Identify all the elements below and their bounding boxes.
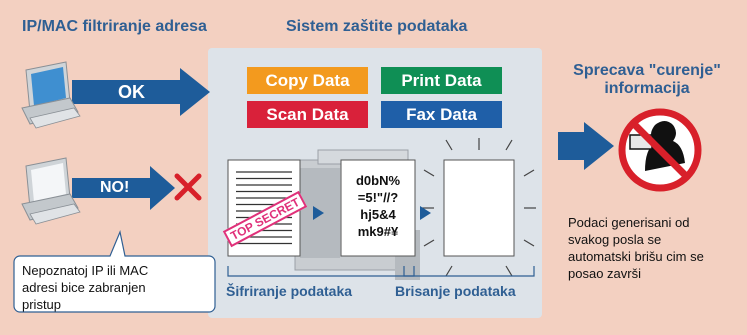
print-data-badge: Print Data bbox=[381, 67, 502, 94]
callout-bubble bbox=[13, 229, 216, 313]
protection-system-title: Sistem zaštite podataka bbox=[286, 18, 468, 35]
no-leak-prohibition-icon bbox=[618, 108, 702, 192]
leak-prevention-title: Sprecava "curenje" informacija bbox=[557, 62, 737, 98]
computer-rejected-icon bbox=[21, 157, 81, 225]
filtering-title: IP/MAC filtriranje adresa bbox=[22, 18, 207, 35]
caption-line: Podaci generisani od bbox=[568, 215, 690, 230]
print-data-label: Print Data bbox=[401, 71, 482, 90]
leak-prevention-title-line2: informacija bbox=[604, 80, 690, 97]
copy-data-badge: Copy Data bbox=[247, 67, 368, 94]
encryption-label: Šifriranje podataka bbox=[226, 283, 353, 299]
encrypted-document-icon bbox=[340, 159, 416, 257]
erase-arrow-icon bbox=[420, 206, 431, 220]
computer-allowed-icon bbox=[21, 61, 81, 129]
encryption-bracket bbox=[227, 266, 415, 277]
encrypted-line: mk9#¥ bbox=[357, 224, 399, 239]
encrypted-line: d0bN% bbox=[355, 173, 401, 188]
encrypted-text: d0bN% =5!"//? hj5&4 mk9#¥ bbox=[341, 172, 415, 240]
caption-line: svakog posla se bbox=[568, 232, 662, 247]
reject-x-icon bbox=[174, 173, 202, 201]
callout-line: Nepoznatoj IP ili MAC bbox=[22, 263, 149, 278]
erasure-bracket bbox=[403, 266, 535, 277]
encrypted-line: =5!"//? bbox=[357, 190, 399, 205]
fax-data-label: Fax Data bbox=[406, 105, 477, 124]
rejected-arrow bbox=[72, 166, 175, 210]
scan-data-label: Scan Data bbox=[266, 105, 349, 124]
caption-line: automatski brišu cim se bbox=[568, 249, 704, 264]
copy-data-label: Copy Data bbox=[265, 71, 350, 90]
callout-text: Nepoznatoj IP ili MAC adresi bice zabran… bbox=[22, 262, 214, 313]
no-label: NO! bbox=[100, 179, 130, 196]
encrypted-line: hj5&4 bbox=[360, 207, 396, 222]
fax-data-badge: Fax Data bbox=[381, 101, 502, 128]
scan-data-badge: Scan Data bbox=[247, 101, 368, 128]
erasure-caption: Podaci generisani od svakog posla se aut… bbox=[568, 214, 738, 282]
erasure-label: Brisanje podataka bbox=[395, 283, 516, 299]
callout-line: pristup bbox=[22, 297, 62, 312]
erased-document-icon bbox=[422, 138, 536, 277]
callout-line: adresi bice zabranjen bbox=[22, 280, 146, 295]
result-arrow bbox=[558, 122, 614, 170]
encrypt-arrow-icon bbox=[313, 206, 324, 220]
leak-prevention-title-line1: Sprecava "curenje" bbox=[573, 62, 721, 79]
ok-arrow bbox=[72, 68, 210, 116]
caption-line: posao završi bbox=[568, 266, 641, 281]
ok-label: OK bbox=[118, 82, 145, 102]
